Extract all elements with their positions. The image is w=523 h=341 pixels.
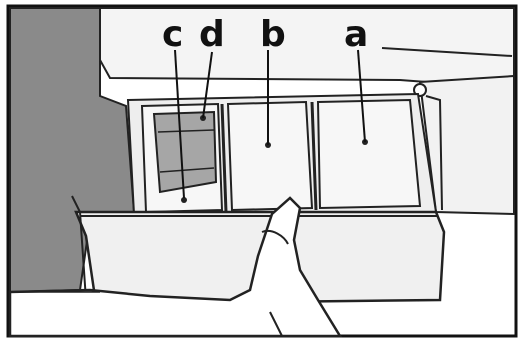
compartment-a xyxy=(318,100,420,208)
label-b: b xyxy=(260,14,286,55)
label-d: d xyxy=(199,14,225,55)
label-c: c xyxy=(162,14,183,55)
label-a: a xyxy=(344,14,368,55)
insert-d xyxy=(154,112,216,192)
compartment-b xyxy=(228,102,312,210)
